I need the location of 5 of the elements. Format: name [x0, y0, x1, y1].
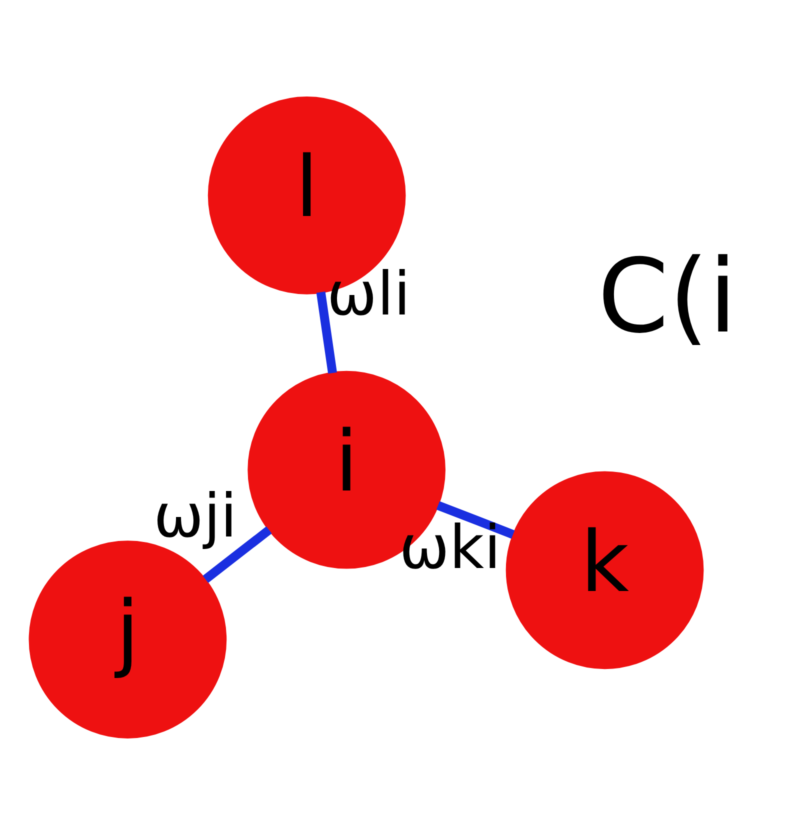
- label: C(i: [598, 237, 737, 356]
- connector: [202, 526, 272, 583]
- connector: [436, 501, 515, 539]
- connector: [316, 292, 337, 374]
- node-circle: k: [506, 471, 704, 670]
